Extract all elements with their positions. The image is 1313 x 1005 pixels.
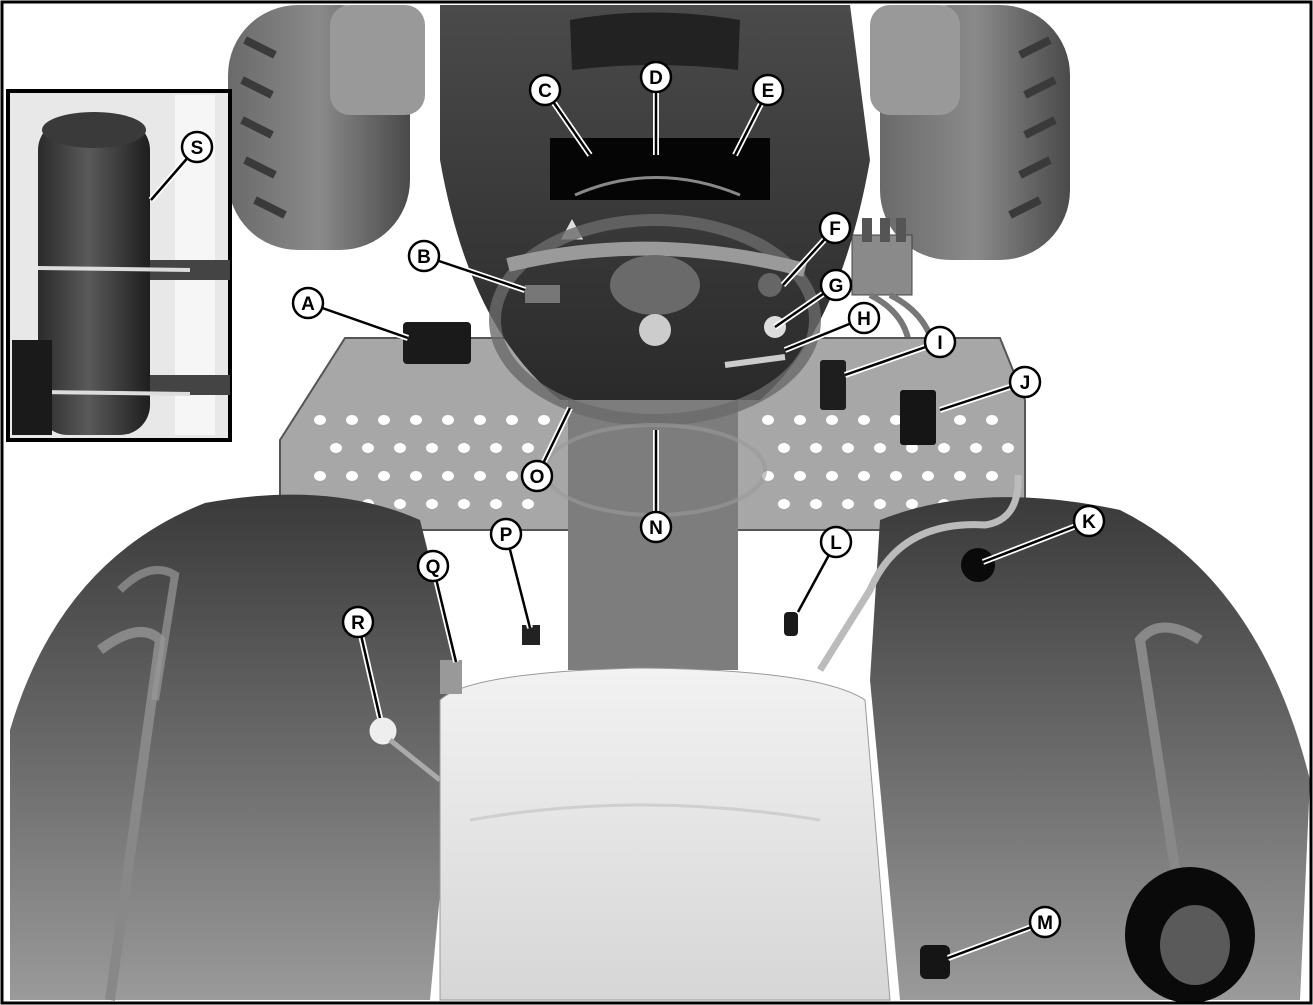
callout-label: R — [351, 613, 365, 634]
right-lever-knob — [961, 548, 995, 582]
callout-label: S — [191, 138, 204, 159]
front-left-tire — [228, 5, 425, 250]
callout-label: F — [829, 219, 841, 240]
small-right-lever — [784, 612, 798, 636]
callout-label: B — [417, 247, 431, 268]
callout-label: A — [301, 294, 315, 315]
operator-seat — [440, 660, 890, 1000]
callout-a: A — [293, 288, 408, 338]
callout-p: P — [491, 519, 530, 628]
reservoir-canister — [38, 120, 150, 435]
callout-label: J — [1020, 373, 1031, 394]
small-left-lever — [522, 625, 540, 645]
left-pedal — [403, 322, 471, 364]
callout-label: H — [857, 309, 871, 330]
callout-label: K — [1082, 512, 1096, 533]
callout-label: O — [530, 467, 545, 488]
callout-label: I — [937, 333, 942, 354]
callout-label: P — [500, 525, 513, 546]
dash-switch-left — [525, 285, 560, 303]
callout-label: Q — [426, 557, 441, 578]
callout-label: L — [830, 533, 842, 554]
callout-label: C — [538, 81, 552, 102]
callout-l: L — [798, 527, 851, 612]
callout-label: N — [649, 518, 663, 539]
callout-label: M — [1037, 913, 1053, 934]
right-pedal — [820, 360, 846, 410]
callout-label: D — [649, 68, 663, 89]
rear-right-knob — [920, 945, 950, 979]
far-right-pedal — [900, 390, 936, 445]
callout-label: G — [829, 276, 844, 297]
right-rear-fender — [870, 497, 1310, 1003]
left-rear-fender — [10, 495, 460, 1000]
callout-label: E — [762, 81, 775, 102]
